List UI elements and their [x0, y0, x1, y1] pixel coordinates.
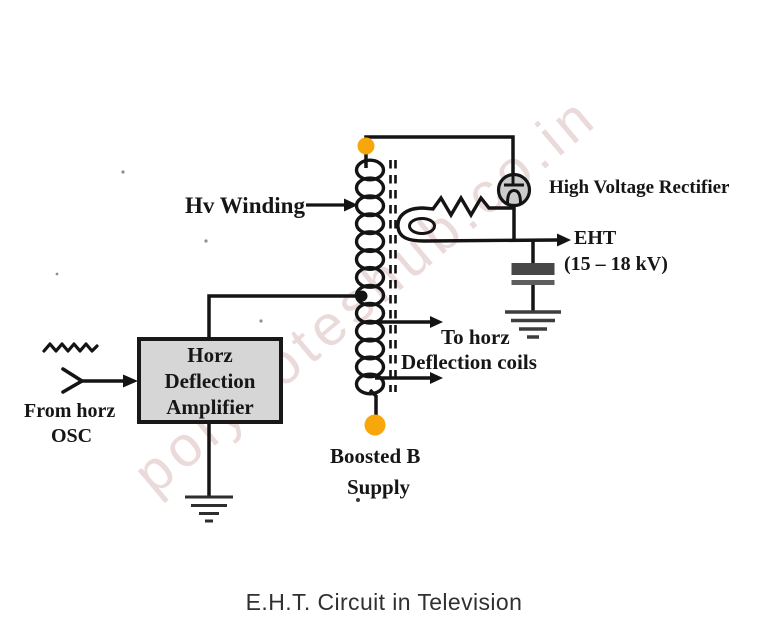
- boosted-b-label-line1: Boosted B: [330, 444, 421, 468]
- ground-icon-left: [185, 495, 233, 523]
- tap-arrow-1: [375, 316, 443, 328]
- eht-label: EHT: [574, 227, 617, 249]
- horz-deflection-amplifier-box: Horz Deflection Amplifier: [137, 337, 283, 424]
- from-osc-label-line1: From horz: [24, 400, 116, 422]
- eht-arrowhead: [557, 233, 571, 247]
- amplifier-label-line3: Amplifier: [166, 394, 254, 419]
- filter-capacitor: [511, 240, 555, 312]
- filament-loop: [408, 217, 436, 235]
- to-horz-label-line1: To horz: [441, 325, 510, 349]
- hv-winding-arrowhead: [344, 198, 358, 212]
- boosted-b-label-line2: Supply: [347, 475, 411, 499]
- diagram-caption: E.H.T. Circuit in Television: [245, 589, 523, 615]
- tap-arrow-2: [375, 372, 443, 384]
- amplifier-label-line2: Deflection: [164, 368, 256, 393]
- top-connection-wire: [364, 135, 515, 173]
- rectifier-tube-icon: [496, 172, 532, 208]
- amplifier-label-line1: Horz: [187, 342, 233, 367]
- filament-winding: [396, 194, 558, 243]
- boosted-b-lead-wire: [368, 388, 378, 415]
- from-osc-label-line2: OSC: [51, 425, 93, 447]
- amplifier-top-wire: [207, 294, 362, 337]
- waveform-squiggle: [42, 342, 99, 353]
- top-terminal-dot: [357, 137, 375, 155]
- bottom-terminal-dot: [364, 414, 386, 436]
- transformer-core-dashed-line: [389, 160, 397, 392]
- hv-winding-coil: [354, 158, 386, 396]
- to-horz-label-line2: Deflection coils: [401, 350, 537, 374]
- rectifier-label: High Voltage Rectifier: [549, 177, 730, 198]
- chevron-connector: [61, 367, 84, 394]
- ground-icon-right: [505, 310, 561, 339]
- scan-specks: [55, 170, 360, 502]
- junction-dot: [356, 290, 368, 302]
- hv-winding-label: Hv Winding: [185, 193, 305, 218]
- eht-range-label: (15 – 18 kV): [564, 253, 668, 275]
- signal-input-arrowhead: [123, 374, 138, 388]
